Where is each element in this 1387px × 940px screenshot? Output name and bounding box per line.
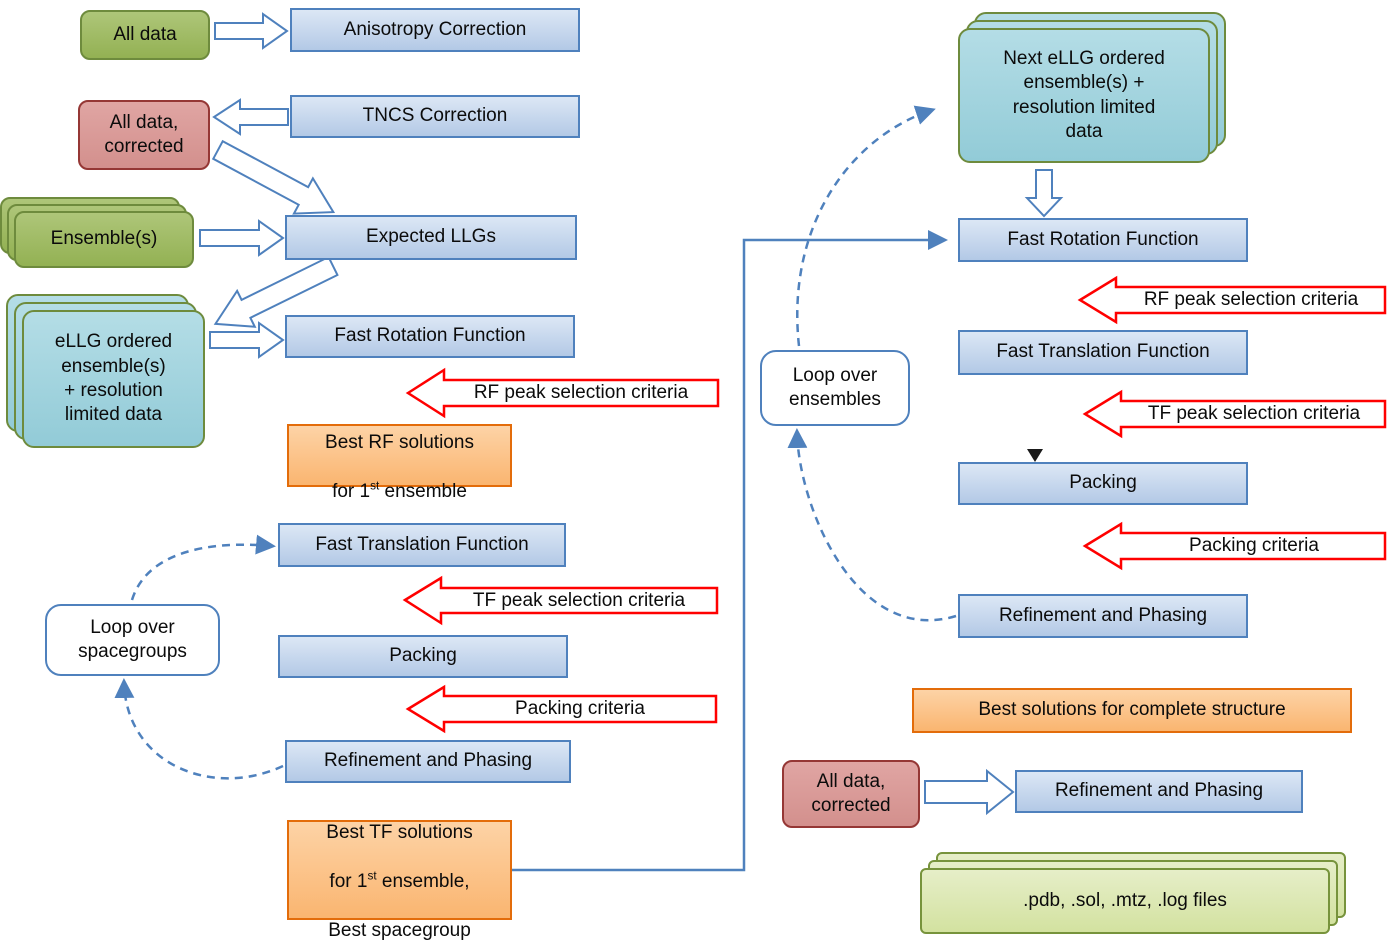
packing-right-box: Packing [958, 462, 1248, 505]
fast-translation-function-left-box: Fast Translation Function [278, 523, 566, 567]
dashed-refinement-to-loop-spacegroups [114, 678, 284, 780]
packing-left-box: Packing [278, 635, 568, 678]
fast-rotation-function-right-box: Fast Rotation Function [958, 218, 1248, 262]
red-arrow-packing-criteria-left [405, 684, 718, 734]
anisotropy-correction-box: Anisotropy Correction [290, 8, 580, 52]
dashed-loop-spacegroups-to-fast-translation [130, 534, 276, 601]
output-files-box: .pdb, .sol, .mtz, .log files [920, 868, 1330, 934]
refinement-phasing-right-box: Refinement and Phasing [958, 594, 1248, 638]
best-tf-solutions-text: Best TF solutions for 1st ensemble, Best… [326, 822, 473, 940]
next-ellg-ordered-box: Next eLLG ordered ensemble(s) + resoluti… [958, 28, 1210, 163]
best-rf-solutions-text: Best RF solutions for 1st ensemble [325, 432, 474, 502]
ellg-ordered-box: eLLG ordered ensemble(s) + resolution li… [22, 310, 205, 448]
tf-peak-criteria-left-label: TF peak selection criteria [472, 589, 686, 611]
tncs-correction-box: TNCS Correction [290, 95, 580, 138]
expected-llgs-box: Expected LLGs [285, 215, 577, 260]
tf-peak-criteria-right-label: TF peak selection criteria [1147, 403, 1361, 424]
down-arrow-to-packing [1027, 449, 1043, 462]
loop-over-ensembles-box: Loop over ensembles [760, 350, 910, 426]
red-arrow-packing-criteria-right [1082, 521, 1387, 571]
fast-rotation-function-left-box: Fast Rotation Function [285, 315, 575, 358]
packing-criteria-right-label: Packing criteria [1189, 535, 1319, 556]
packing-criteria-left-label: Packing criteria [515, 698, 645, 719]
arrow-alldata-corrected-to-final-refinement [924, 768, 1015, 816]
all-data-box: All data [80, 10, 210, 60]
dashed-refinement-to-loop-ensembles [787, 428, 957, 622]
connector-besttf-to-fastrotation [512, 230, 948, 872]
arrow-next-ellg-to-fast-rotation [1024, 169, 1064, 218]
dashed-loop-ensembles-to-next-ellg [796, 105, 936, 347]
rf-peak-criteria-right-label: RF peak selection criteria [1143, 289, 1359, 310]
arrow-tncs-to-alldata-corrected [212, 98, 289, 136]
fast-translation-function-right-box: Fast Translation Function [958, 330, 1248, 375]
red-arrow-tf-criteria-left [402, 575, 719, 626]
arrow-ellg-to-fast-rotation [209, 321, 285, 359]
best-solutions-complete-structure-box: Best solutions for complete structure [912, 688, 1352, 733]
arrow-alldata-corrected-to-expected-llgs [211, 139, 336, 215]
loop-over-spacegroups-box: Loop over spacegroups [45, 604, 220, 676]
red-arrow-tf-criteria-right [1082, 389, 1387, 439]
refinement-phasing-final-box: Refinement and Phasing [1015, 770, 1303, 813]
red-arrow-rf-criteria-right [1077, 275, 1387, 325]
arrow-expected-llgs-to-ellg-box [213, 255, 339, 328]
arrow-ensembles-to-expected-llgs [199, 219, 285, 257]
ensembles-box: Ensemble(s) [14, 211, 194, 268]
rf-peak-criteria-left-label: RF peak selection criteria [473, 382, 689, 403]
arrow-alldata-to-anisotropy [214, 12, 289, 50]
best-tf-solutions-box: Best TF solutions for 1st ensemble, Best… [287, 820, 512, 940]
all-data-corrected-right-box: All data, corrected [782, 760, 920, 828]
all-data-corrected-box: All data, corrected [78, 100, 210, 170]
best-rf-solutions-box: Best RF solutions for 1st ensemble [287, 424, 512, 502]
refinement-phasing-left-box: Refinement and Phasing [285, 740, 571, 783]
red-arrow-rf-criteria-left [405, 367, 720, 419]
